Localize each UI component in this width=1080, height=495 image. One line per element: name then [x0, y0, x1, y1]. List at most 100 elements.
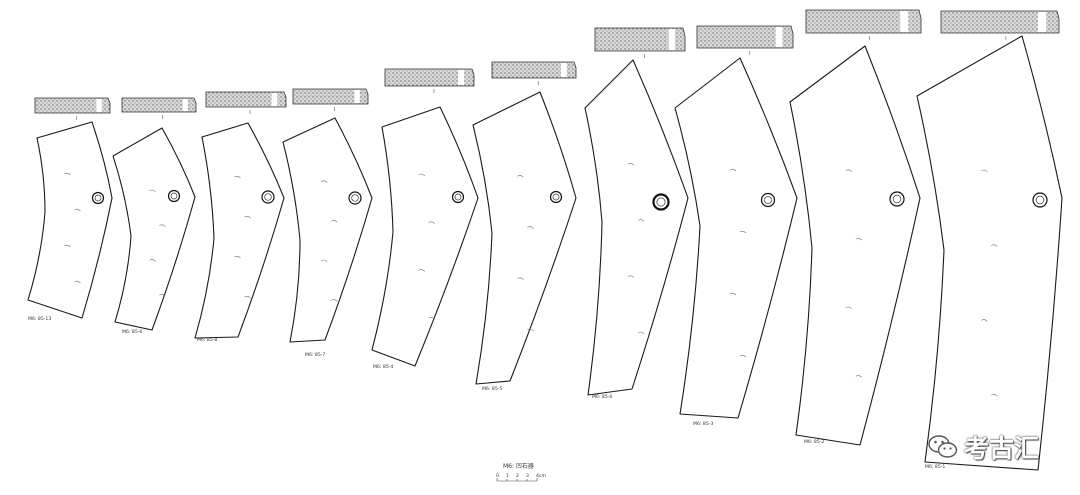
perforation-hole: [91, 191, 105, 205]
wear-mark: [64, 244, 71, 248]
specimen-label: M6: 85-5: [482, 386, 502, 392]
stone-knife-4: M6: 85-7: [282, 88, 373, 358]
section-break: [775, 27, 783, 47]
cross-section-bar: [205, 91, 287, 108]
wear-mark: [331, 299, 338, 302]
stone-knife-9: M6: 85-2: [789, 9, 922, 446]
section-break: [354, 90, 360, 103]
wear-mark: [428, 221, 435, 224]
wear-mark: [729, 168, 737, 172]
perforation-hole: [889, 191, 905, 207]
wear-mark: [527, 226, 534, 229]
perforation-inner: [170, 192, 178, 200]
specimen-label: M6: 85-6: [122, 329, 142, 335]
wear-mark: [321, 259, 328, 263]
wear-mark: [981, 169, 988, 173]
specimen-label: M6: 85-3: [693, 421, 713, 427]
wear-mark: [244, 215, 251, 219]
watermark: 考古汇: [928, 430, 1039, 464]
knife-outline: [584, 59, 689, 396]
stone-knife-6: M6: 85-5: [472, 61, 577, 392]
wear-mark: [244, 295, 251, 299]
wear-mark: [739, 354, 747, 358]
specimen-label: M6: 85-7: [305, 352, 325, 358]
perforation-inner: [264, 193, 272, 201]
perforation-hole: [167, 189, 181, 203]
scale-tick-0: 0: [496, 473, 499, 479]
wear-mark: [739, 230, 747, 234]
wear-mark: [729, 292, 737, 296]
perforation-inner: [94, 194, 102, 202]
stone-knife-3: M6: 85-8: [194, 91, 287, 343]
section-break: [271, 93, 278, 106]
wear-mark: [321, 180, 328, 183]
perforation-hole: [348, 191, 362, 205]
wear-mark: [855, 375, 863, 378]
scale-tick-2: 2: [516, 473, 519, 479]
perforation-hole: [1032, 192, 1048, 208]
section-break: [457, 70, 465, 85]
stone-knife-8: M6: 85-3: [674, 25, 798, 427]
wear-mark: [234, 175, 241, 179]
perforation-inner: [892, 194, 902, 204]
section-break: [900, 11, 909, 32]
knife-outline: [789, 45, 921, 446]
stone-knife-10: M6: 85-1: [916, 10, 1063, 471]
wear-mark: [527, 328, 534, 332]
wear-mark: [74, 280, 81, 284]
knife-outline: [194, 122, 285, 339]
wear-mark: [149, 189, 156, 193]
wear-mark: [159, 294, 166, 297]
knife-outline: [371, 106, 479, 367]
wear-mark: [981, 319, 988, 322]
wear-mark: [845, 169, 853, 172]
cross-section-bar: [805, 9, 922, 34]
figure-title: M6: 凹石器: [503, 463, 534, 470]
cross-section-bar: [121, 97, 197, 113]
cross-section-bar: [594, 27, 686, 52]
specimen-label: M6: 85-6: [592, 394, 612, 400]
wear-mark: [855, 238, 863, 241]
specimen-label: M6: 85-13: [28, 316, 51, 322]
knife-outline: [27, 121, 113, 319]
stone-knife-2: M6: 85-6: [112, 97, 197, 335]
perforation-inner: [454, 193, 462, 201]
perforation-hole: [451, 190, 465, 204]
perforation-hole: [549, 190, 563, 204]
knife-outline: [282, 117, 373, 343]
cross-section-bar: [696, 25, 794, 49]
wechat-logo-icon: [928, 435, 958, 458]
wear-mark: [418, 269, 425, 272]
perforation-inner: [351, 194, 359, 202]
knife-outline: [472, 91, 577, 385]
wear-mark: [517, 175, 524, 178]
wear-mark: [517, 277, 524, 280]
wear-mark: [627, 275, 635, 278]
specimen-label: M6: 85-2: [804, 439, 824, 445]
wear-mark: [627, 163, 635, 166]
perforation-hole: [261, 190, 275, 204]
cross-section-bar: [384, 68, 475, 87]
scale-bar: 0 1 2 3 4cm: [496, 473, 546, 482]
knife-outline: [916, 35, 1063, 471]
watermark-text: 考古汇: [964, 434, 1040, 463]
cross-section-bar: [292, 88, 369, 105]
scale-tick-3: 3: [526, 473, 529, 479]
wear-mark: [991, 244, 998, 247]
stone-knife-1: M6: 85-13: [27, 97, 113, 322]
stone-knife-7: M6: 85-6: [584, 27, 689, 400]
perforation-hole: [652, 193, 670, 211]
scale-tick-4: 4cm: [536, 473, 546, 479]
wear-mark: [64, 172, 71, 176]
section-break: [182, 99, 188, 111]
wear-mark: [331, 220, 338, 223]
perforation-inner: [552, 193, 560, 201]
knife-outline: [674, 57, 798, 419]
section-break: [668, 29, 676, 50]
wear-mark: [991, 394, 998, 397]
section-break: [1037, 12, 1047, 32]
wear-mark: [845, 306, 853, 310]
section-break: [560, 63, 567, 77]
perforation-inner: [1035, 195, 1045, 205]
